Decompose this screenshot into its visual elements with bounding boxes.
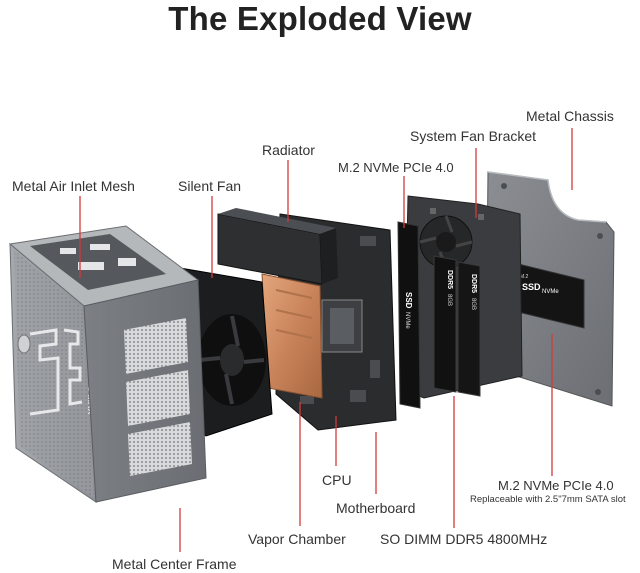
label-m2-top: M.2 NVMe PCIe 4.0 [338,160,454,175]
metal-center-frame-part: S MAX [8,225,207,503]
m2-ssd-top-part: SSD NVMe [397,221,421,409]
ram-bottom-label: DDR5 [470,274,477,293]
label-m2-bottom: M.2 NVMe PCIe 4.0 [498,478,614,493]
label-so-dimm: SO DIMM DDR5 4800MHz [380,531,548,547]
m2-ssd-bottom-part: SSD NVMe M.2 [509,261,585,329]
ssd-left-sub: NVMe [404,312,410,329]
ssd-right-sub: NVMe [542,289,559,295]
ram-bottom-sub: 8GB [470,298,476,310]
label-metal-center-frame: Metal Center Frame [112,556,237,572]
ssd-right-tag: M.2 [520,274,529,280]
label-vapor-chamber: Vapor Chamber [248,531,346,547]
label-motherboard: Motherboard [336,500,416,516]
page-title: The Exploded View [168,0,472,37]
radiator-part [217,208,338,399]
leader-lines [79,128,573,552]
label-m2-bottom-note: Replaceable with 2.5"7mm SATA slot [470,494,626,505]
so-dimm-part: DDR5 8GB DDR5 8GB [433,255,481,397]
ram-top-label: DDR5 [446,270,453,289]
label-system-fan-bracket: System Fan Bracket [410,128,537,144]
label-cpu: CPU [322,472,352,488]
label-metal-air-inlet-mesh: Metal Air Inlet Mesh [12,178,135,194]
ssd-left-label: SSD [404,292,413,309]
ssd-right-label: SSD [522,282,541,292]
label-metal-chassis: Metal Chassis [526,108,614,124]
label-silent-fan: Silent Fan [178,178,242,194]
ram-top-sub: 8GB [446,294,452,306]
label-radiator: Radiator [262,142,315,158]
